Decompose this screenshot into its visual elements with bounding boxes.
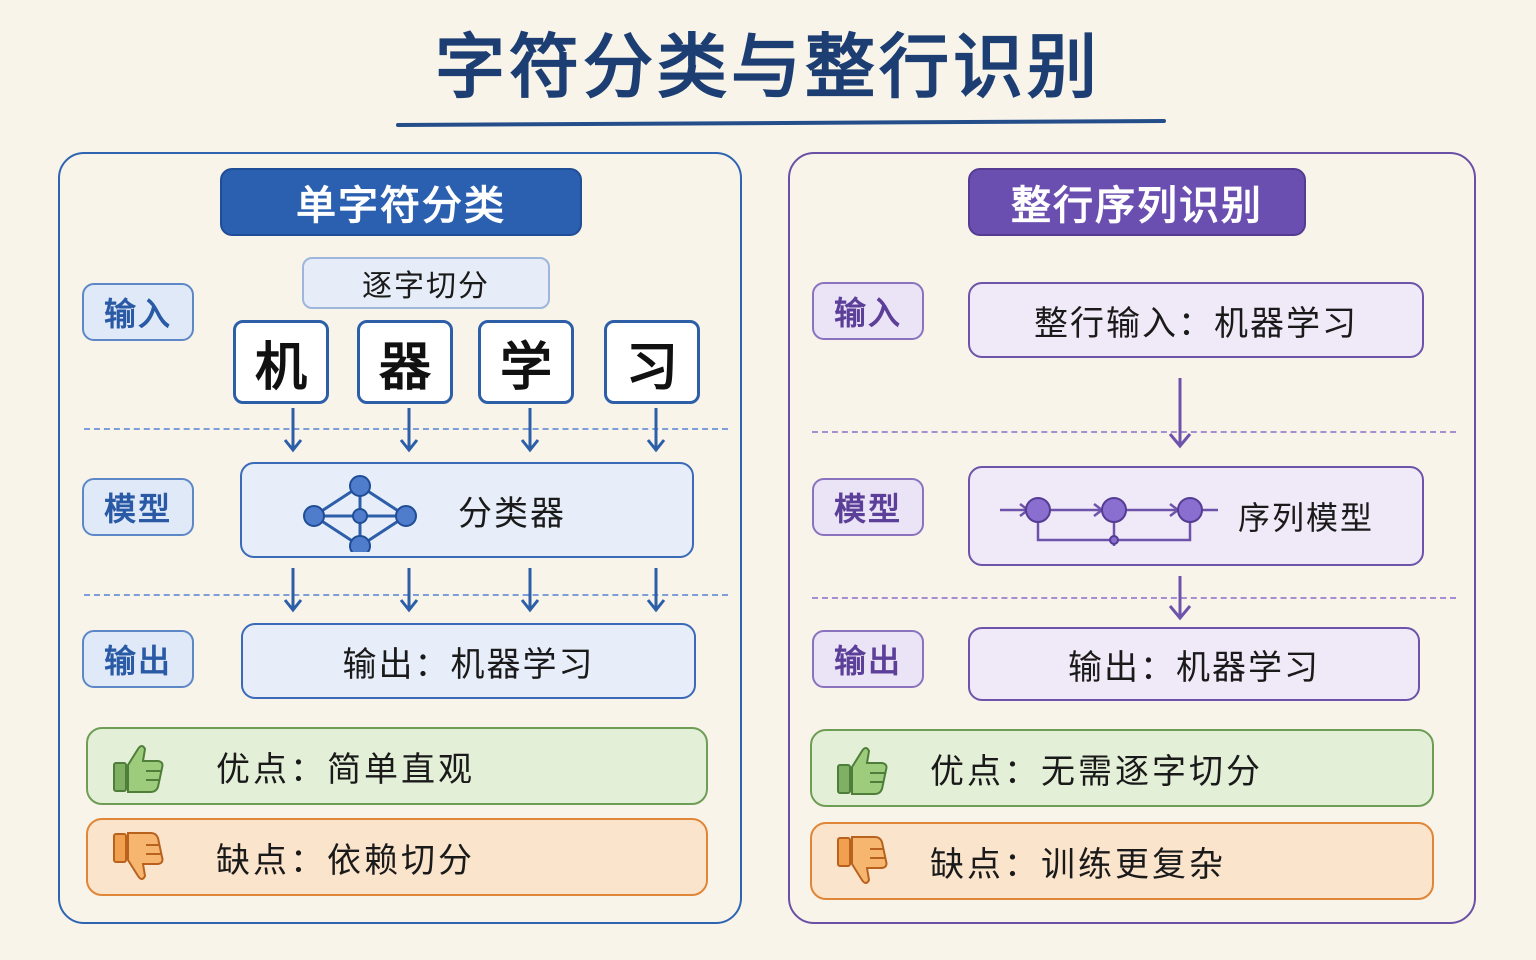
left-pro-text: 优点：简单直观 (216, 749, 475, 790)
network-graph-icon (303, 475, 417, 552)
right-model-tag: 模型 (812, 478, 924, 536)
left-con-text: 缺点：依赖切分 (216, 840, 475, 881)
divider-line (812, 597, 1456, 599)
thumbs-down-icon (837, 836, 888, 884)
divider-line (84, 594, 728, 596)
segmentation-label: 逐字切分 (302, 257, 550, 309)
char-box: 学 (478, 320, 574, 404)
thumbs-up-icon (113, 745, 164, 793)
page-title: 字符分类与整行识别 (435, 26, 1101, 108)
left-panel (58, 152, 742, 924)
right-panel (788, 152, 1476, 924)
right-pro-text: 优点：无需逐字切分 (930, 751, 1263, 792)
left-input-tag: 输入 (82, 283, 194, 341)
right-con-box: 缺点：训练更复杂 (810, 822, 1434, 900)
left-model-tag: 模型 (82, 478, 194, 536)
thumbs-down-icon (113, 832, 164, 880)
title-underline (395, 118, 1167, 128)
right-output-tag: 输出 (812, 630, 924, 688)
right-header: 整行序列识别 (968, 168, 1306, 236)
char-box: 习 (604, 320, 700, 404)
right-output-box: 输出：机器学习 (968, 627, 1420, 701)
left-header: 单字符分类 (220, 168, 582, 236)
left-output-box: 输出：机器学习 (241, 623, 696, 699)
char-box: 器 (357, 320, 453, 404)
divider-line (84, 428, 728, 430)
classifier-label: 分类器 (458, 493, 566, 534)
sequence-model-box: 序列模型 (968, 466, 1424, 566)
divider-line (812, 431, 1456, 433)
thumbs-up-icon (837, 747, 888, 795)
left-pro-box: 优点：简单直观 (86, 727, 708, 805)
right-input-tag: 输入 (812, 282, 924, 340)
char-box: 机 (233, 320, 329, 404)
sequence-chain-icon (1000, 497, 1218, 546)
sequence-model-label: 序列模型 (1238, 499, 1375, 537)
classifier-box: 分类器 (240, 462, 694, 558)
right-pro-box: 优点：无需逐字切分 (810, 729, 1434, 807)
left-con-box: 缺点：依赖切分 (86, 818, 708, 896)
right-con-text: 缺点：训练更复杂 (930, 844, 1226, 885)
left-output-tag: 输出 (82, 630, 194, 688)
right-input-box: 整行输入：机器学习 (968, 282, 1424, 358)
